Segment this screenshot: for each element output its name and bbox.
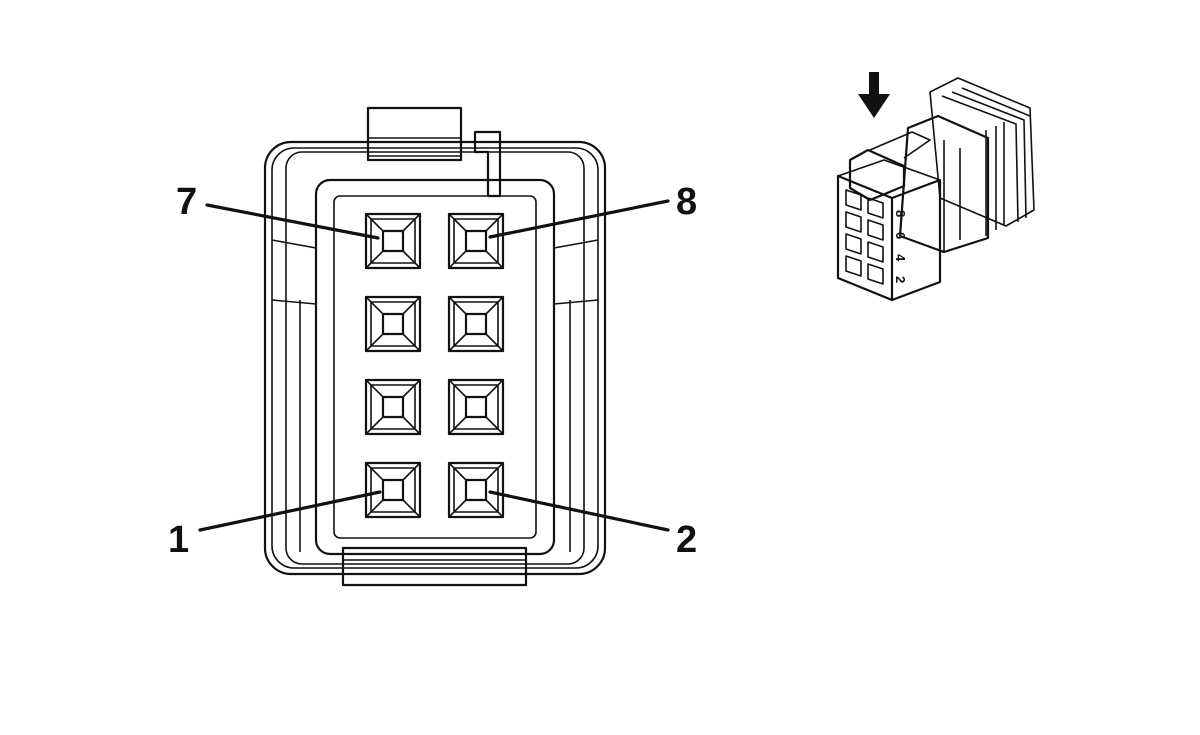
iso-number-6: 6 <box>893 232 908 239</box>
connector-front-view <box>263 106 607 587</box>
pin-cavity <box>364 295 422 353</box>
iso-pin-cavity <box>845 233 862 255</box>
iso-pin-cavity <box>867 263 884 285</box>
pin-cavity-grid <box>364 212 505 519</box>
down-arrow-icon <box>858 72 890 118</box>
iso-pin-cavity <box>867 219 884 241</box>
iso-pin-cavity <box>867 197 884 219</box>
pin-label-1: 1 <box>168 519 189 561</box>
pin-cavity <box>364 378 422 436</box>
iso-number-4: 4 <box>893 254 908 262</box>
pin-cavity <box>447 461 505 519</box>
leader-line-2 <box>488 490 670 532</box>
pin-leaders <box>198 199 670 532</box>
pin-cavity <box>364 212 422 270</box>
iso-pin-cavity-grid <box>845 189 884 285</box>
iso-pin-cavity <box>845 189 862 211</box>
pin-cavity <box>447 295 505 353</box>
pin-label-8: 8 <box>676 181 697 223</box>
iso-number-8: 8 <box>893 210 908 217</box>
connector-isometric-view: 8 6 4 2 <box>836 72 1035 302</box>
pin-cavity <box>447 212 505 270</box>
pin-cavity <box>364 461 422 519</box>
leader-line-1 <box>198 490 382 532</box>
pin-label-2: 2 <box>676 519 697 561</box>
iso-number-2: 2 <box>893 276 908 283</box>
leader-line-8 <box>488 199 670 239</box>
iso-pin-cavity <box>867 241 884 263</box>
iso-pin-cavity <box>845 255 862 277</box>
pin-cavity <box>447 378 505 436</box>
leader-line-7 <box>205 203 380 240</box>
pin-label-7: 7 <box>176 181 197 223</box>
iso-pin-cavity <box>845 211 862 233</box>
